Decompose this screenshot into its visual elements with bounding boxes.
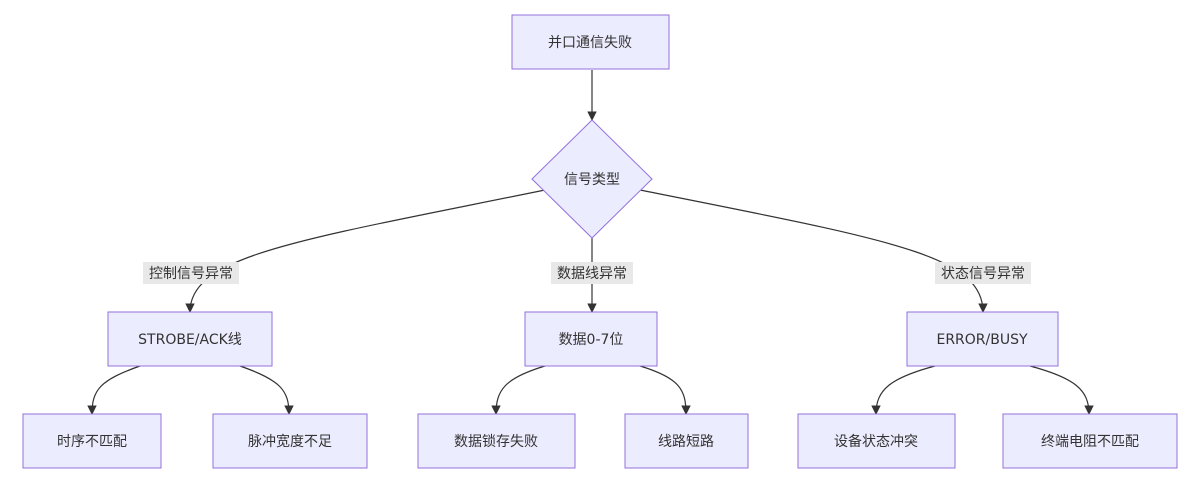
node-conflict-label: 设备状态冲突 <box>834 433 918 450</box>
node-resistor[interactable]: 终端电阻不匹配 <box>1002 413 1178 469</box>
node-pulse-label: 脉冲宽度不足 <box>248 433 332 450</box>
edge-error-resistor <box>1029 365 1094 415</box>
edges <box>87 70 1094 415</box>
node-error-label: ERROR/BUSY <box>936 332 1028 348</box>
edge-label-status-text: 状态信号异常 <box>941 266 1025 282</box>
node-strobe-label: STROBE/ACK线 <box>138 332 242 348</box>
edge-label-control: 控制信号异常 <box>143 262 239 284</box>
node-pulse[interactable]: 脉冲宽度不足 <box>212 413 368 469</box>
edge-label-status: 状态信号异常 <box>935 262 1031 284</box>
node-timing-label: 时序不匹配 <box>57 434 127 450</box>
edge-label-dataline: 数据线异常 <box>551 262 633 284</box>
edge-label-dataline-text: 数据线异常 <box>557 266 627 282</box>
node-decision[interactable]: 信号类型 <box>531 119 653 239</box>
edge-strobe-pulse <box>239 365 294 415</box>
edge-decision-strobe <box>185 189 546 313</box>
node-strobe[interactable]: STROBE/ACK线 <box>107 311 273 367</box>
edge-decision-error <box>639 189 988 313</box>
node-data[interactable]: 数据0-7位 <box>524 311 658 367</box>
node-short[interactable]: 线路短路 <box>624 413 749 469</box>
node-resistor-label: 终端电阻不匹配 <box>1041 434 1139 450</box>
node-latch-label: 数据锁存失败 <box>454 434 538 450</box>
node-decision-label: 信号类型 <box>564 172 620 188</box>
node-latch[interactable]: 数据锁存失败 <box>417 413 576 469</box>
edge-strobe-timing <box>87 365 141 415</box>
node-root[interactable]: 并口通信失败 <box>511 14 670 70</box>
edge-label-control-text: 控制信号异常 <box>149 266 233 282</box>
node-root-label: 并口通信失败 <box>548 35 632 51</box>
node-data-label: 数据0-7位 <box>559 332 624 348</box>
edge-data-short <box>639 365 691 415</box>
node-timing[interactable]: 时序不匹配 <box>22 413 162 469</box>
edge-error-conflict <box>871 365 936 415</box>
edge-data-latch <box>491 365 546 415</box>
node-conflict[interactable]: 设备状态冲突 <box>797 413 956 469</box>
node-short-label: 线路短路 <box>658 434 714 450</box>
node-error[interactable]: ERROR/BUSY <box>906 311 1059 367</box>
